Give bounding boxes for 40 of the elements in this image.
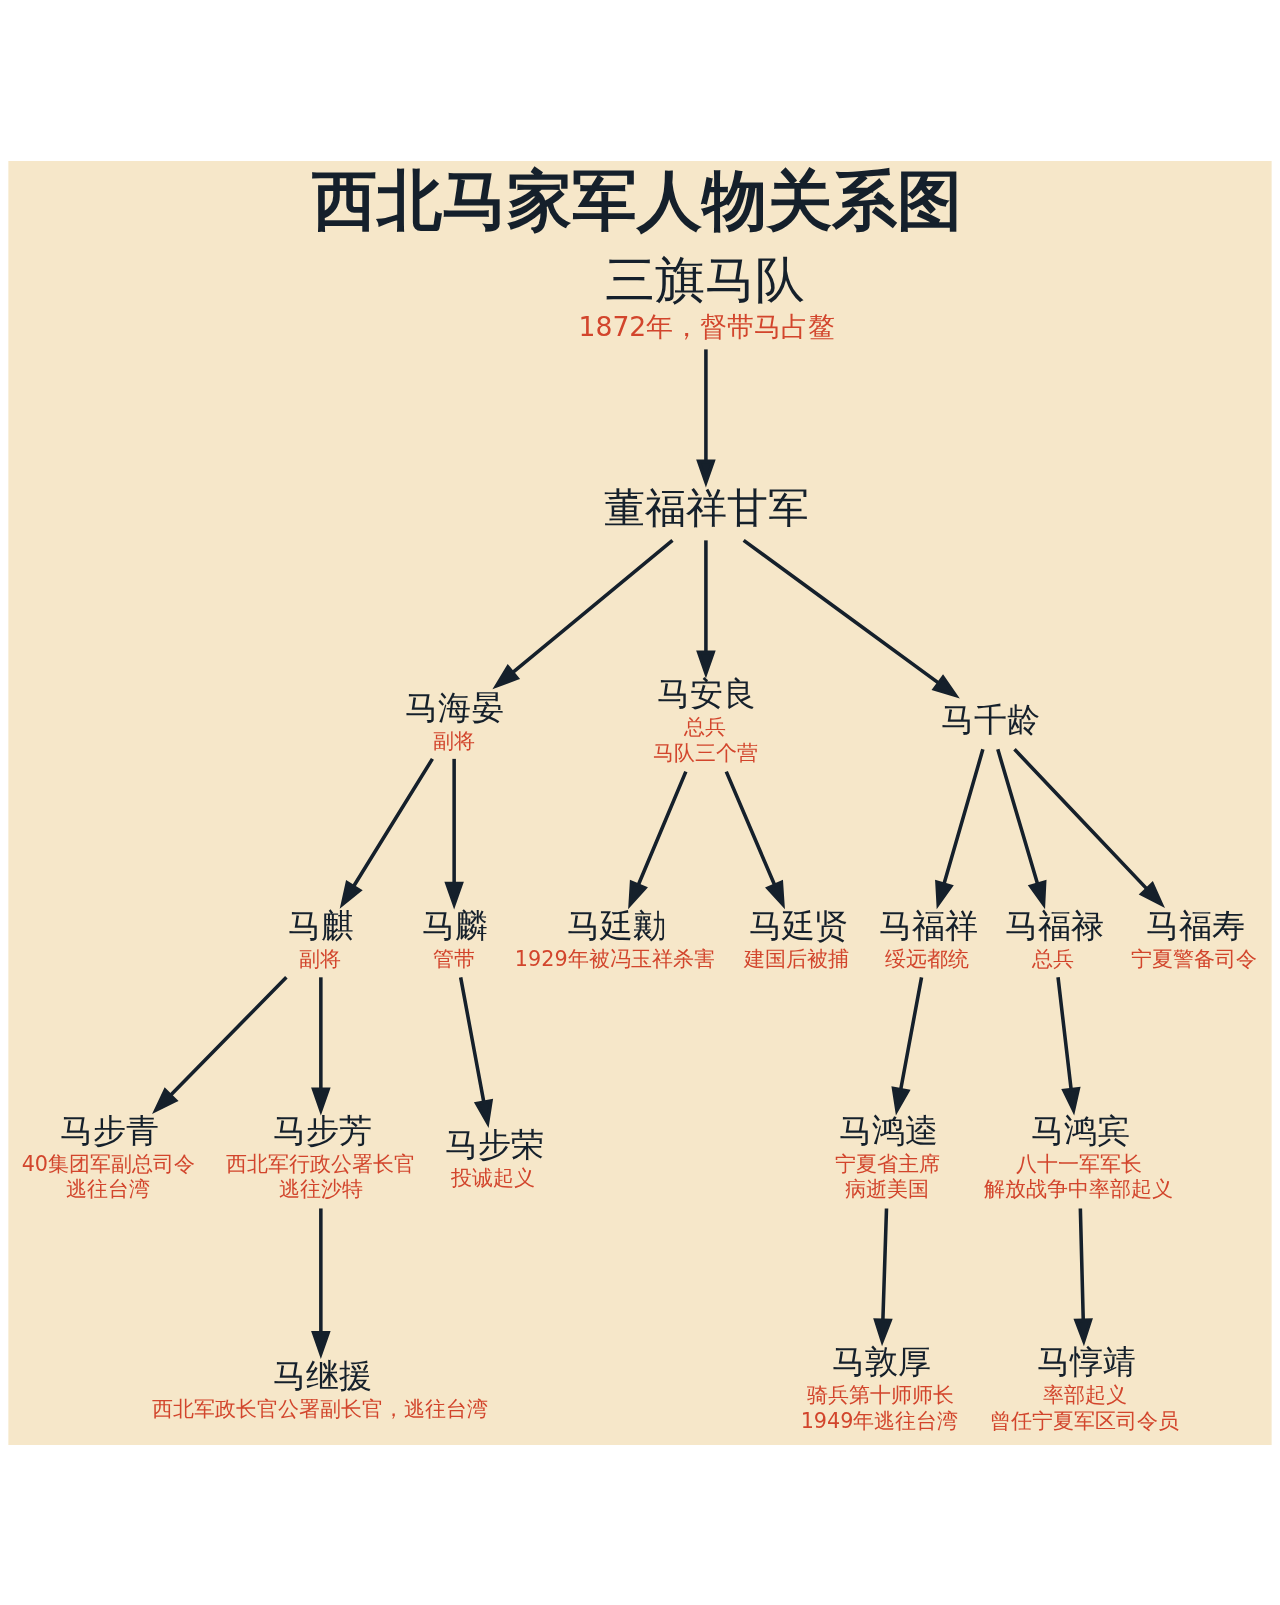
node-text: 马千龄 xyxy=(941,700,1041,739)
node-text: 三旗马队 1872年，督带马占鳌 xyxy=(578,249,836,342)
arrow xyxy=(339,757,434,909)
node-text: 马廷贤 建国后被捕 xyxy=(744,906,850,971)
arrow xyxy=(311,976,331,1115)
node-text: 马廷勷 1929年被冯玉祥杀害 xyxy=(514,906,715,971)
diagram-title: 西北马家军人物关系图 xyxy=(311,163,962,238)
node-text: 马步荣 投诚起义 xyxy=(445,1125,545,1190)
node-text: 马鸿宾 八十一军军长 解放战争中率部起义 xyxy=(984,1111,1174,1201)
arrow xyxy=(458,976,494,1128)
arrow xyxy=(891,976,924,1115)
node-text: 马麒 副将 xyxy=(288,906,355,971)
arrow xyxy=(724,770,785,909)
arrow xyxy=(152,975,288,1114)
node-text: 马鸿逵 宁夏省主席 病逝美国 xyxy=(834,1111,940,1201)
arrow xyxy=(742,538,960,699)
arrow xyxy=(696,539,716,678)
arrow xyxy=(996,748,1047,909)
arrow xyxy=(492,538,674,689)
arrow xyxy=(1056,976,1081,1115)
arrow xyxy=(935,748,985,909)
arrow xyxy=(1013,747,1165,908)
node-text: 马安良 总兵 马队三个营 xyxy=(652,674,758,765)
node-text: 马敦厚 骑兵第十师师长 1949年逃往台湾 xyxy=(800,1342,959,1433)
arrow xyxy=(444,758,464,910)
node-text: 马步芳 西北军行政公署长官 逃往沙特 xyxy=(226,1111,416,1201)
arrow xyxy=(696,348,716,487)
node-text: 马福祥 绥远都统 xyxy=(879,906,979,971)
arrow xyxy=(311,1207,331,1359)
arrow xyxy=(1073,1207,1093,1346)
node-text: 马麟 管带 xyxy=(421,906,488,971)
node-text: 马海晏 副将 xyxy=(405,688,505,753)
arrow xyxy=(628,770,688,909)
node-text: 马惇靖 率部起义 曾任宁夏军区司令员 xyxy=(990,1342,1180,1433)
node-text: 马继援 西北军政长官公署副长官，逃往台湾 xyxy=(152,1356,489,1421)
node-text: 马福禄 总兵 xyxy=(1005,906,1105,971)
node-text: 马福寿 宁夏警备司令 xyxy=(1130,906,1257,971)
arrow xyxy=(873,1207,893,1346)
node-text: 董福祥甘军 xyxy=(603,483,809,532)
node-text: 马步青 40集团军副总司令 逃往台湾 xyxy=(21,1111,196,1201)
